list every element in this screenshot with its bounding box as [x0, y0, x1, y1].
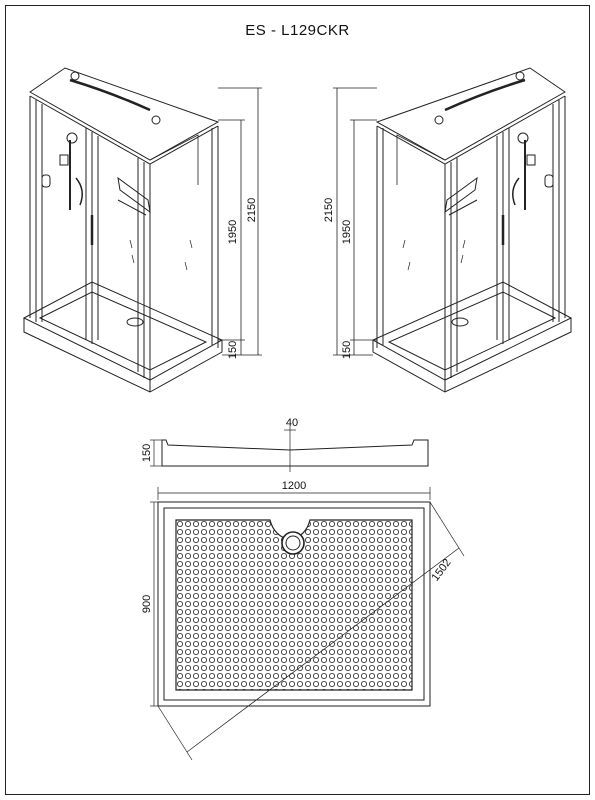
dim-tray-width: 1200 [282, 480, 306, 492]
dim-left-cabin-height: 1950 [227, 220, 239, 244]
model-title: ES - L129CKR [245, 22, 350, 39]
dim-right-cabin-height: 1950 [341, 220, 353, 244]
left-cabin-view [22, 67, 224, 393]
dim-tray-depth: 900 [141, 595, 153, 613]
right-cabin-view [371, 67, 573, 393]
dim-left-total-height: 2150 [246, 198, 258, 222]
dim-tray-slope: 40 [286, 417, 298, 429]
drawing-border [5, 5, 590, 795]
left-dimension-lines [218, 87, 262, 356]
dim-tray-height: 150 [141, 444, 153, 462]
tray-plan-view [150, 487, 465, 761]
dim-left-base-height: 150 [227, 341, 239, 359]
dim-right-total-height: 2150 [323, 198, 335, 222]
right-dimension-lines [333, 87, 377, 356]
dim-tray-diagonal: 1502 [429, 557, 453, 584]
dim-right-base-height: 150 [341, 341, 353, 359]
tray-side-profile [150, 426, 429, 472]
